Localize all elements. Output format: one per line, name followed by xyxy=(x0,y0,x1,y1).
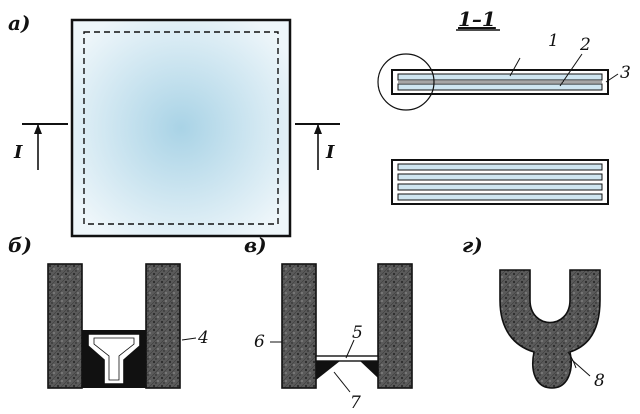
panel-v-joint xyxy=(281,263,413,389)
detail-circle xyxy=(377,53,435,111)
callout-8: 8 xyxy=(594,371,605,391)
callout-2: 2 xyxy=(579,35,591,55)
panel-b-joint xyxy=(47,263,181,389)
callout-3: 3 xyxy=(620,63,631,83)
glass-block-plan xyxy=(70,18,292,238)
panel-b-label: б) xyxy=(8,233,32,257)
callout-1: 1 xyxy=(548,31,559,51)
callout-4: 4 xyxy=(197,328,209,348)
section-mark-right-label: I xyxy=(325,142,335,163)
panel-v-label: в) xyxy=(244,233,267,257)
panel-a-label: а) xyxy=(8,11,30,35)
panel-g-label: г) xyxy=(462,233,483,257)
glass-block-section-lower xyxy=(391,159,609,205)
panel-g-joint xyxy=(499,269,601,389)
section-title: 1–1 xyxy=(458,7,496,31)
callout-5: 5 xyxy=(352,323,363,343)
section-mark-right: I xyxy=(295,123,340,170)
callout-6: 6 xyxy=(254,332,265,352)
section-mark-left: I xyxy=(13,123,68,170)
glass-block-section-upper xyxy=(377,53,609,111)
callout-7: 7 xyxy=(350,393,361,413)
section-mark-left-label: I xyxy=(13,142,23,163)
